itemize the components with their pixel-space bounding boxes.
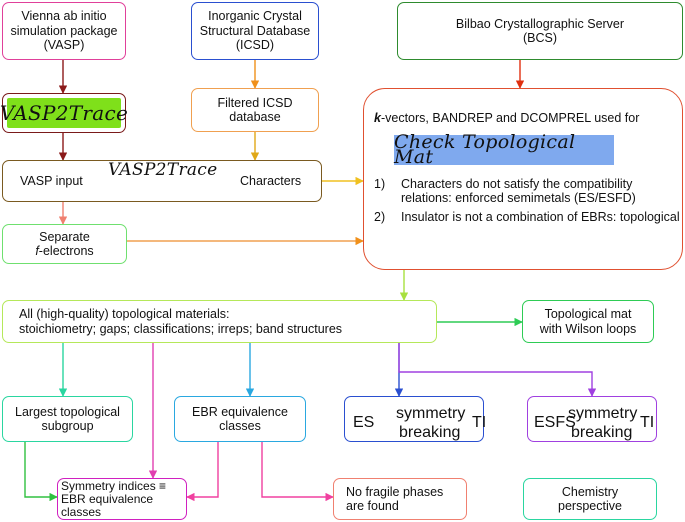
sym-indices-box: Symmetry indices ≡ EBR equivalence class…	[57, 478, 187, 520]
item1-num: 1)	[374, 176, 386, 191]
bcs-box: Bilbao Crystallographic Server (BCS)	[397, 2, 683, 60]
vasp2trace-arrow-label: VASP2Trace	[108, 160, 218, 180]
es-ti-label: TI	[472, 414, 487, 431]
largest-line-1: Largest topological	[15, 404, 120, 419]
vasp-input-label: VASP input	[20, 174, 83, 188]
es-breaking-label: breaking	[399, 424, 461, 441]
icsd-box: Inorganic Crystal Structural Database (I…	[191, 2, 319, 60]
bcs-line-1: Bilbao Crystallographic Server	[455, 16, 625, 31]
filtered-box: Filtered ICSD database	[191, 88, 319, 132]
icsd-line-1: Inorganic Crystal	[208, 9, 302, 24]
item2-num: 2)	[374, 209, 386, 224]
check-box: k-vectors, BANDREP and DCOMPREL used for…	[363, 88, 683, 270]
kvectors-rest: -vectors, BANDREP and DCOMPREL used for	[380, 111, 640, 125]
kvectors-line: k-vectors, BANDREP and DCOMPREL used for	[374, 111, 639, 126]
no-fragile-line-2: are found	[346, 499, 399, 513]
es-label: ES	[353, 414, 375, 431]
ebr-equiv-line-1: EBR equivalence	[192, 404, 288, 419]
vasp2trace-box: VASP2Trace	[0, 93, 128, 133]
kvectors-k: k	[374, 111, 381, 125]
chemistry-line-2: perspective	[558, 499, 622, 513]
icsd-line-2: Structural Database	[199, 23, 311, 38]
arrow-largest-sym-indices	[20, 434, 58, 502]
sym-indices-line-3: classes	[61, 504, 102, 519]
characters-label: Characters	[240, 174, 302, 188]
esfs-box	[527, 396, 657, 442]
arrow-ebr-no-fragile	[257, 434, 334, 502]
ebr-equiv-line-2: classes	[219, 419, 261, 433]
no-fragile-line-1: No fragile phases	[346, 484, 444, 499]
filtered-line-1: Filtered ICSD	[217, 95, 293, 110]
vasp2trace-label: VASP2Trace	[0, 98, 128, 128]
item1-line-2: relations: enforced semimetals (ES/ESFD)	[401, 191, 636, 205]
vasp-line-2: simulation package	[10, 23, 118, 38]
check-title: Check Topological Mat	[394, 131, 576, 168]
arrow-all-topo-to-esfs	[398, 343, 597, 397]
es-symmetry-label: symmetry	[396, 405, 466, 422]
bcs-line-2: (BCS)	[522, 31, 558, 45]
filtered-line-2: database	[229, 110, 281, 124]
largest-line-2: subgroup	[41, 419, 94, 433]
wilson-line-1: Topological mat	[544, 307, 632, 321]
separate-line-2: f-electrons	[35, 244, 94, 258]
esfs-symmetry-label: symmetry	[568, 405, 638, 422]
vasp-line-3: (VASP)	[43, 38, 85, 53]
all-topo-line-1: All (high-quality) topological materials…	[19, 307, 230, 321]
chemistry-box: Chemistry perspective	[523, 478, 657, 520]
sym-indices-line-1: Symmetry indices ≡	[61, 478, 167, 493]
es-box	[344, 396, 484, 442]
sym-indices-line-2: EBR equivalence	[61, 491, 154, 506]
esfs-breaking-label: breaking	[571, 424, 633, 441]
all-topo-line-2: stoichiometry; gaps; classifications; ir…	[19, 321, 343, 336]
arrow-ebr-sym-indices	[186, 434, 223, 502]
item2-line: Insulator is not a combination of EBRs: …	[401, 209, 680, 224]
chemistry-line-1: Chemistry	[561, 484, 619, 499]
separate-box: Separate f-electrons	[2, 224, 127, 264]
equivalence-icon: ≡	[159, 478, 167, 493]
icsd-line-3: (ICSD)	[235, 38, 275, 53]
all-topo-box: All (high-quality) topological materials…	[2, 300, 437, 343]
esfs-ti-label: TI	[640, 414, 655, 431]
esfs-label: ESFS	[534, 414, 576, 431]
wilson-box: Topological mat with Wilson loops	[522, 300, 654, 343]
no-fragile-box: No fragile phases are found	[333, 478, 467, 520]
vasp-line-1: Vienna ab initio	[21, 9, 107, 24]
check-item-1: 1) Characters do not satisfy the compati…	[374, 177, 636, 206]
item1-line-1: Characters do not satisfy the compatibil…	[401, 176, 633, 191]
largest-box: Largest topological subgroup	[2, 396, 133, 442]
wilson-line-2: with Wilson loops	[539, 321, 637, 336]
vasp-box: Vienna ab initio simulation package (VAS…	[2, 2, 126, 60]
check-title-box: Check Topological Mat	[394, 131, 614, 168]
ebr-equiv-box: EBR equivalence classes	[174, 396, 306, 442]
check-item-2: 2) Insulator is not a combination of EBR…	[374, 210, 680, 225]
separate-line-1: Separate	[39, 229, 90, 244]
vasp-input-box	[2, 160, 322, 202]
